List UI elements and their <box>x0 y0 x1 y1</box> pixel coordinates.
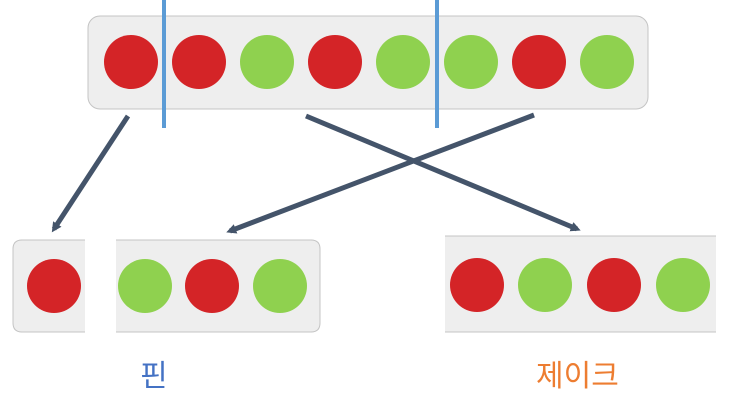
pin-label: 핀 <box>140 359 168 394</box>
top-ball-7 <box>512 35 566 89</box>
top-ball-8 <box>580 35 634 89</box>
top-deck-balls <box>104 35 634 89</box>
jake-stack-balls <box>450 258 710 312</box>
pin-ball-4 <box>253 259 307 313</box>
jake-ball-2 <box>518 258 572 312</box>
pin-ball-2 <box>118 259 172 313</box>
top-ball-5 <box>376 35 430 89</box>
top-ball-3 <box>240 35 294 89</box>
pin-ball-1 <box>27 259 81 313</box>
arrow-to-pin-right <box>226 112 535 234</box>
top-deck-box <box>87 15 649 110</box>
jake-ball-3 <box>587 258 641 312</box>
top-ball-4 <box>308 35 362 89</box>
top-ball-2 <box>172 35 226 89</box>
top-ball-1 <box>104 35 158 89</box>
pin-ball-3 <box>185 259 239 313</box>
pin-stack-balls <box>27 259 307 313</box>
jake-ball-4 <box>656 258 710 312</box>
top-ball-6 <box>444 35 498 89</box>
arrow-to-jake <box>305 113 581 232</box>
jake-label: 제이크 <box>536 359 619 394</box>
jake-ball-1 <box>450 258 504 312</box>
arrow-to-pin-left <box>51 114 131 233</box>
